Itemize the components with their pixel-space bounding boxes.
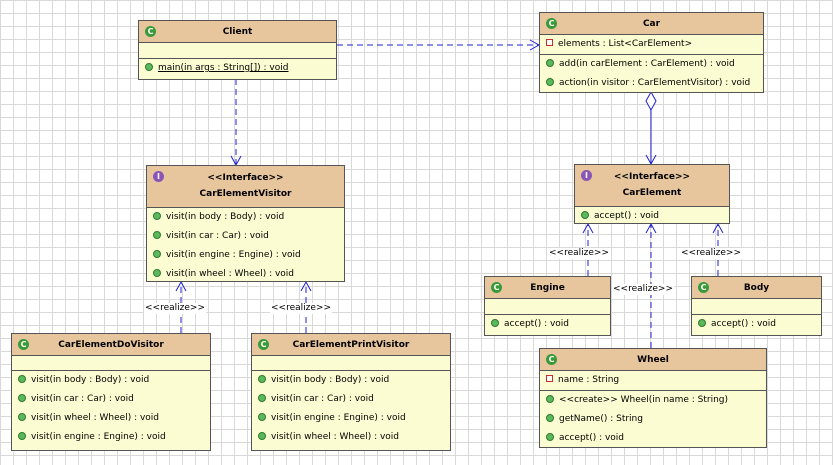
- class-name: CarElement: [622, 188, 682, 198]
- method: main(in args : String[]) : void: [139, 59, 336, 78]
- public-method-icon: [546, 394, 554, 403]
- public-method-icon: [581, 210, 589, 219]
- class-name: Engine: [530, 283, 565, 293]
- realize-label-wheel: <<realize>>: [612, 284, 674, 295]
- class-name: CarElementPrintVisitor: [292, 340, 410, 350]
- public-method-icon: [153, 268, 161, 277]
- class-name: Car: [642, 19, 661, 29]
- public-method-icon: [18, 412, 26, 421]
- car-element-interface[interactable]: I <<Interface>> CarElement accept() : vo…: [574, 164, 730, 224]
- class-name: Client: [222, 27, 253, 37]
- public-method-icon: [153, 211, 161, 220]
- method: visit(in body : Body) : void: [147, 208, 344, 227]
- method: visit(in wheel : Wheel) : void: [12, 409, 210, 428]
- car-element-aggregation-diamond: [645, 90, 657, 112]
- method: accept() : void: [540, 429, 766, 447]
- method: action(in visitor : CarElementVisitor) :…: [540, 74, 763, 92]
- public-method-icon: [153, 230, 161, 239]
- private-field-icon: [546, 39, 553, 46]
- class-name: CarElementDoVisitor: [58, 340, 164, 350]
- method: accept() : void: [575, 207, 729, 223]
- client-class[interactable]: C Client main(in args : String[]) : void: [138, 20, 337, 80]
- method: add(in carElement : CarElement) : void: [540, 55, 763, 74]
- public-method-icon: [145, 62, 153, 71]
- method: visit(in car : Car) : void: [252, 390, 450, 409]
- realize-label-engine: <<realize>>: [548, 248, 610, 259]
- body-class[interactable]: C Body accept() : void: [691, 276, 822, 336]
- class-icon: C: [546, 354, 557, 365]
- public-method-icon: [258, 412, 266, 421]
- method: visit(in engine : Engine) : void: [147, 246, 344, 265]
- public-method-icon: [698, 318, 706, 327]
- class-icon: C: [546, 18, 557, 29]
- class-name: Wheel: [637, 355, 669, 365]
- method: visit(in wheel : Wheel) : void: [147, 265, 344, 281]
- method: visit(in car : Car) : void: [12, 390, 210, 409]
- car-element-visitor-interface[interactable]: I <<Interface>> CarElementVisitor visit(…: [146, 165, 345, 282]
- class-name: Body: [743, 283, 770, 293]
- realize-label-body: <<realize>>: [680, 248, 742, 259]
- public-method-icon: [546, 77, 554, 86]
- public-method-icon: [18, 374, 26, 383]
- public-method-icon: [258, 431, 266, 440]
- public-method-icon: [491, 318, 499, 327]
- public-method-icon: [18, 393, 26, 402]
- method: <<create>> Wheel(in name : String): [540, 391, 766, 410]
- public-method-icon: [546, 413, 554, 422]
- method: getName() : String: [540, 410, 766, 429]
- class-icon: C: [145, 26, 156, 37]
- public-method-icon: [153, 249, 161, 258]
- car-class[interactable]: C Car elements : List<CarElement> add(in…: [539, 12, 764, 93]
- wheel-class[interactable]: C Wheel name : String <<create>> Wheel(i…: [539, 348, 767, 448]
- public-method-icon: [258, 374, 266, 383]
- public-method-icon: [258, 393, 266, 402]
- method: visit(in wheel : Wheel) : void: [252, 428, 450, 447]
- class-name: CarElementVisitor: [199, 189, 292, 199]
- realize-label-print-visitor: <<realize>>: [270, 303, 332, 314]
- method: visit(in car : Car) : void: [147, 227, 344, 246]
- public-method-icon: [546, 432, 554, 441]
- class-icon: C: [18, 339, 29, 350]
- interface-icon: I: [153, 171, 164, 182]
- stereotype: <<Interface>>: [207, 173, 284, 183]
- public-method-icon: [18, 431, 26, 440]
- car-element-print-visitor-class[interactable]: C CarElementPrintVisitor visit(in body :…: [251, 333, 451, 451]
- realize-label-do-visitor: <<realize>>: [144, 303, 206, 314]
- class-icon: C: [258, 339, 269, 350]
- class-icon: C: [491, 282, 502, 293]
- private-field-icon: [546, 375, 553, 382]
- method: accept() : void: [485, 315, 610, 334]
- method: visit(in engine : Engine) : void: [12, 428, 210, 447]
- attribute: elements : List<CarElement>: [540, 35, 763, 54]
- car-element-do-visitor-class[interactable]: C CarElementDoVisitor visit(in body : Bo…: [11, 333, 211, 451]
- method: accept() : void: [692, 315, 821, 334]
- method: visit(in body : Body) : void: [12, 371, 210, 390]
- class-icon: C: [698, 282, 709, 293]
- public-method-icon: [546, 58, 554, 67]
- stereotype: <<Interface>>: [613, 172, 691, 182]
- attribute: name : String: [540, 371, 766, 390]
- method: visit(in engine : Engine) : void: [252, 409, 450, 428]
- engine-class[interactable]: C Engine accept() : void: [484, 276, 611, 336]
- interface-icon: I: [581, 170, 592, 181]
- method: visit(in body : Body) : void: [252, 371, 450, 390]
